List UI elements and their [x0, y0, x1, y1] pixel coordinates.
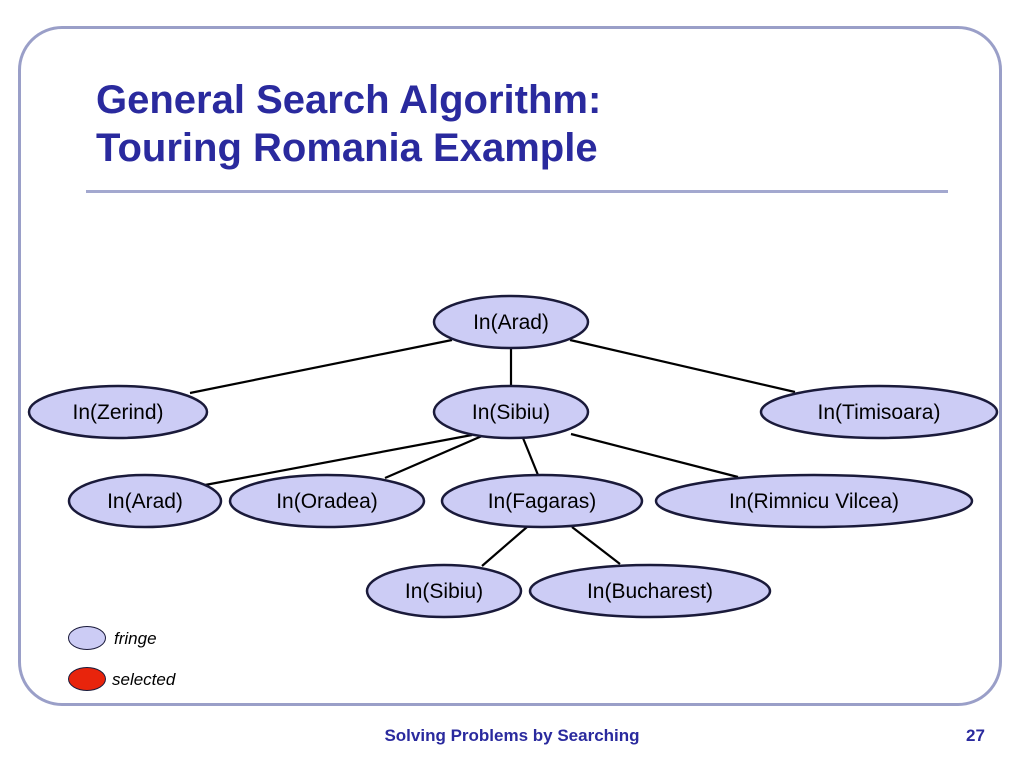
tree-node-sibiu-2: In(Sibiu) — [365, 563, 523, 619]
title-line-2: Touring Romania Example — [96, 126, 598, 170]
legend-swatch-fringe — [68, 626, 106, 650]
edge-fagaras-to-bucharest — [571, 526, 621, 565]
node-label-timisoara: In(Timisoara) — [818, 401, 941, 424]
node-ellipse-oradea — [228, 473, 426, 529]
node-label-rimnicu: In(Rimnicu Vilcea) — [729, 490, 899, 513]
node-ellipse-zerind — [27, 384, 209, 440]
tree-node-zerind: In(Zerind) — [27, 384, 209, 440]
node-label-bucharest: In(Bucharest) — [587, 580, 713, 603]
tree-node-sibiu: In(Sibiu) — [432, 384, 590, 440]
node-ellipse-bucharest — [528, 563, 772, 619]
node-label-sibiu-2: In(Sibiu) — [405, 580, 483, 603]
slide-frame — [18, 26, 1002, 706]
title-line-1: General Search Algorithm: — [96, 78, 602, 122]
tree-node-oradea: In(Oradea) — [228, 473, 426, 529]
tree-node-fagaras: In(Fagaras) — [440, 473, 644, 529]
slide-footer: Solving Problems by Searching — [384, 726, 640, 745]
node-ellipse-sibiu — [432, 384, 590, 440]
legend-label-fringe: fringe — [114, 629, 157, 648]
slide-title: General Search Algorithm: Touring Romani… — [96, 76, 601, 172]
node-ellipse-sibiu-2 — [365, 563, 523, 619]
node-label-arad-2: In(Arad) — [107, 490, 183, 513]
node-label-sibiu: In(Sibiu) — [472, 401, 550, 424]
title-divider — [86, 190, 948, 193]
node-ellipse-arad-root — [432, 294, 590, 350]
tree-node-timisoara: In(Timisoara) — [759, 384, 999, 440]
tree-node-arad-2: In(Arad) — [67, 473, 223, 529]
legend-label-selected: selected — [112, 670, 176, 689]
edge-sibiu-to-arad-2 — [204, 433, 473, 487]
node-label-oradea: In(Oradea) — [276, 490, 378, 513]
tree-node-arad-root: In(Arad) — [432, 294, 590, 350]
edge-arad-root-to-zerind — [189, 338, 453, 395]
node-ellipse-arad-2 — [67, 473, 223, 529]
edge-sibiu-to-rimnicu — [570, 432, 739, 479]
node-ellipse-rimnicu — [654, 473, 974, 529]
edge-arad-root-to-timisoara — [569, 338, 796, 394]
node-ellipse-fagaras — [440, 473, 644, 529]
edge-sibiu-to-fagaras — [521, 437, 540, 476]
node-ellipse-timisoara — [759, 384, 999, 440]
node-label-fagaras: In(Fagaras) — [488, 490, 597, 513]
edge-fagaras-to-sibiu-2 — [481, 526, 528, 567]
node-label-arad-root: In(Arad) — [473, 311, 549, 334]
node-label-zerind: In(Zerind) — [72, 401, 163, 424]
edge-sibiu-to-oradea — [384, 434, 483, 480]
tree-node-bucharest: In(Bucharest) — [528, 563, 772, 619]
page-number: 27 — [966, 726, 985, 745]
tree-node-rimnicu: In(Rimnicu Vilcea) — [654, 473, 974, 529]
legend-swatch-selected — [68, 667, 106, 691]
